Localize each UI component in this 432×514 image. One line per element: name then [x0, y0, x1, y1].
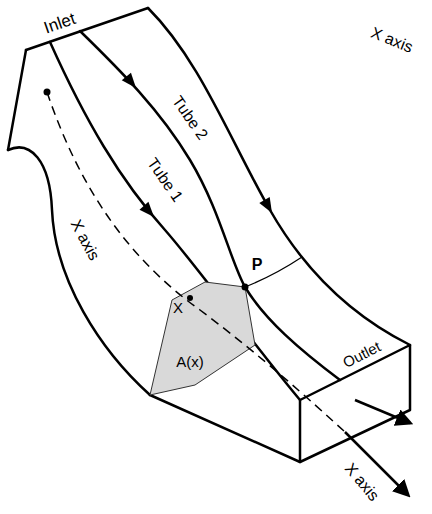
part-label: Tube 2 — [169, 93, 212, 143]
part-label: Outlet — [340, 339, 383, 372]
left-edge — [8, 50, 26, 150]
point-x-dot — [187, 295, 193, 301]
tube-1-boundary — [50, 42, 300, 400]
part-label: X axis — [369, 24, 416, 57]
cross-section-arc — [245, 257, 302, 287]
part-label: X — [173, 300, 183, 317]
outlet-flow-arrow — [355, 400, 410, 423]
flow-arrowhead — [140, 202, 159, 221]
axis-origin-dot — [44, 89, 51, 96]
flow-arrowhead — [122, 73, 141, 92]
part-label: P — [252, 256, 263, 274]
part-label: A(x) — [176, 354, 204, 371]
part-label: X axis — [341, 460, 382, 505]
x-axis-dashed — [47, 92, 345, 432]
flow-arrowhead — [259, 197, 277, 216]
part-label: Inlet — [42, 10, 78, 38]
part-label: X axis — [67, 217, 103, 264]
inlet-edge — [26, 8, 148, 50]
part-label: Tube 1 — [144, 155, 187, 205]
point-p-dot — [242, 284, 249, 291]
bottom-edge — [150, 395, 300, 462]
cross-section-area — [150, 282, 255, 395]
